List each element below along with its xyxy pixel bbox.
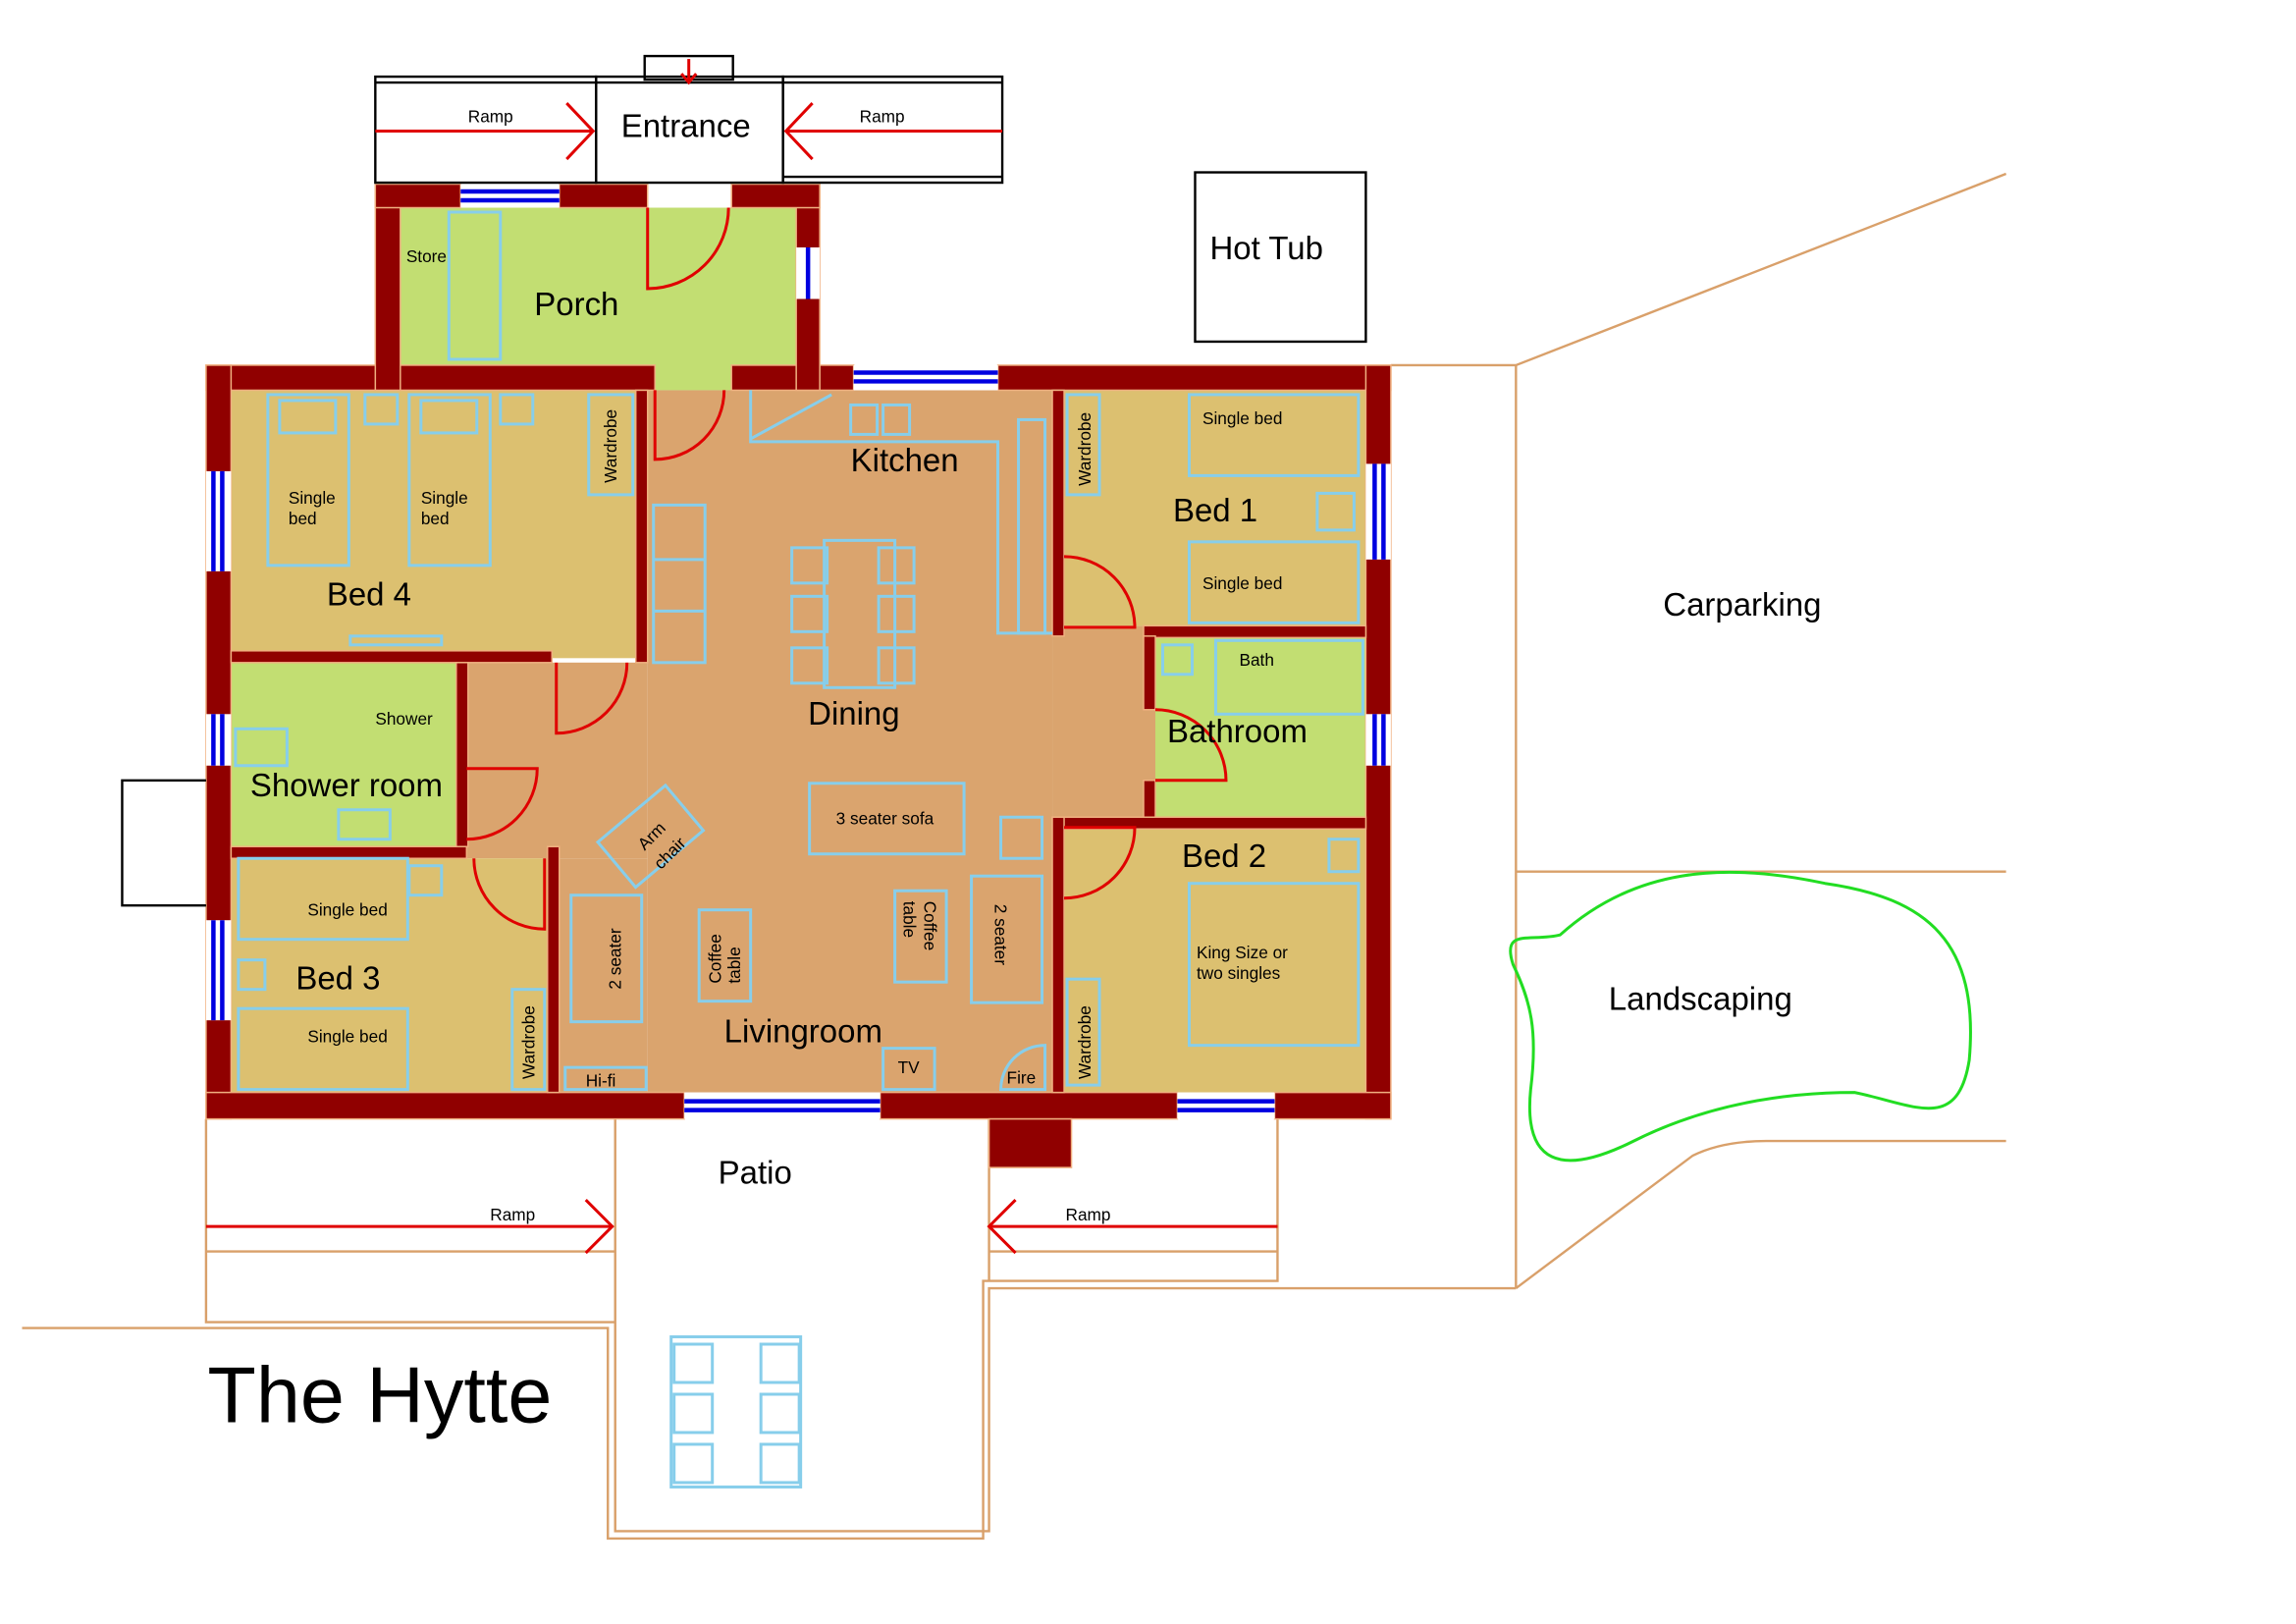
label-porch: Porch [534,286,618,322]
label-kitchen: Kitchen [851,442,959,478]
label-bed4: Bed 4 [327,575,411,612]
label-store: Store [406,246,447,266]
label-patio: Patio [719,1155,792,1191]
label-single-bed: Single [289,488,336,508]
labels: Entrance Ramp Ramp Hot Tub Porch Store K… [207,107,1821,1440]
landscaping-area [1509,870,1972,1163]
label-livingroom: Livingroom [724,1013,882,1050]
label-hot-tub: Hot Tub [1209,230,1322,266]
label-king-bed: two singles [1197,963,1280,983]
label-single-bed: Single bed [1202,573,1282,593]
label-single-bed: Single [421,488,468,508]
label-wardrobe: Wardrobe [518,1005,538,1079]
windows [205,184,1391,1119]
lot-lines [22,172,2007,1541]
label-ramp: Ramp [1066,1205,1111,1224]
label-dining: Dining [808,695,899,731]
label-wardrobe: Wardrobe [1075,1005,1095,1079]
label-hifi: Hi-fi [586,1071,616,1091]
label-bathroom: Bathroom [1167,713,1308,749]
entrance-structure [121,54,1367,1255]
label-coffee-table: table [900,901,920,938]
label-king-bed: King Size or [1197,943,1288,962]
label-2-seater: 2 seater [991,904,1011,966]
label-sofa: 3 seater sofa [836,809,934,829]
plan-title: The Hytte [207,1351,552,1439]
label-coffee-table: Coffee [921,901,940,950]
label-wardrobe: Wardrobe [601,409,620,483]
furniture [234,210,1364,1489]
label-landscaping: Landscaping [1609,981,1792,1017]
label-bed3: Bed 3 [295,960,380,997]
label-bed2: Bed 2 [1182,838,1266,874]
label-shower: Shower [375,709,433,729]
label-ramp-right: Ramp [860,107,905,127]
label-single-bed: bed [421,509,450,528]
label-carparking: Carparking [1663,586,1821,623]
label-single-bed: bed [289,509,317,528]
label-coffee-table: Coffee [706,934,725,983]
label-tv: TV [898,1057,921,1077]
label-coffee-table: table [724,947,744,983]
label-single-bed: Single bed [307,1027,387,1047]
label-bath: Bath [1239,650,1273,670]
label-fire: Fire [1007,1068,1037,1088]
label-shower-room: Shower room [250,767,443,803]
label-single-bed: Single bed [307,900,387,920]
hot-tub [1194,171,1367,344]
doors [466,207,1228,931]
label-bed1: Bed 1 [1173,492,1257,528]
label-ramp-left: Ramp [468,107,513,127]
label-wardrobe: Wardrobe [1075,412,1095,486]
label-entrance: Entrance [621,108,751,144]
label-single-bed: Single bed [1202,408,1282,428]
label-ramp: Ramp [490,1205,535,1224]
label-2-seater: 2 seater [606,928,625,990]
